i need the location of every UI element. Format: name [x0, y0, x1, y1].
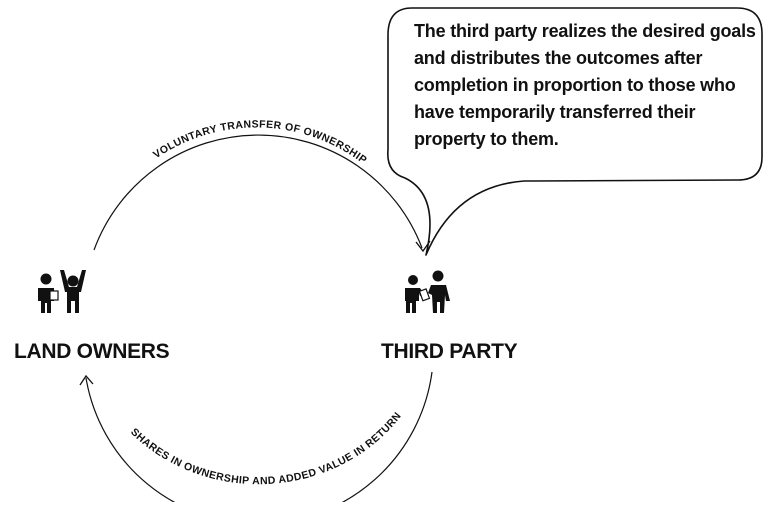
top-arrow-arc — [93, 134, 423, 251]
top-arrow-label: VOLUNTARY TRANSFER OF OWNERSHIP — [151, 118, 369, 166]
bottom-arrow-label: SHARES IN OWNERSHIP AND ADDED VALUE IN R… — [128, 410, 404, 487]
handshake-people-icon — [405, 270, 450, 313]
third-party-label: THIRD PARTY — [381, 340, 518, 363]
land-owners-label: LAND OWNERS — [14, 340, 170, 363]
callout-bubble — [387, 7, 763, 256]
callout-text: The third party realizes the desired goa… — [414, 21, 756, 149]
top-arrowhead — [415, 240, 431, 253]
bottom-arrowhead — [79, 374, 94, 386]
people-icon — [38, 270, 86, 313]
